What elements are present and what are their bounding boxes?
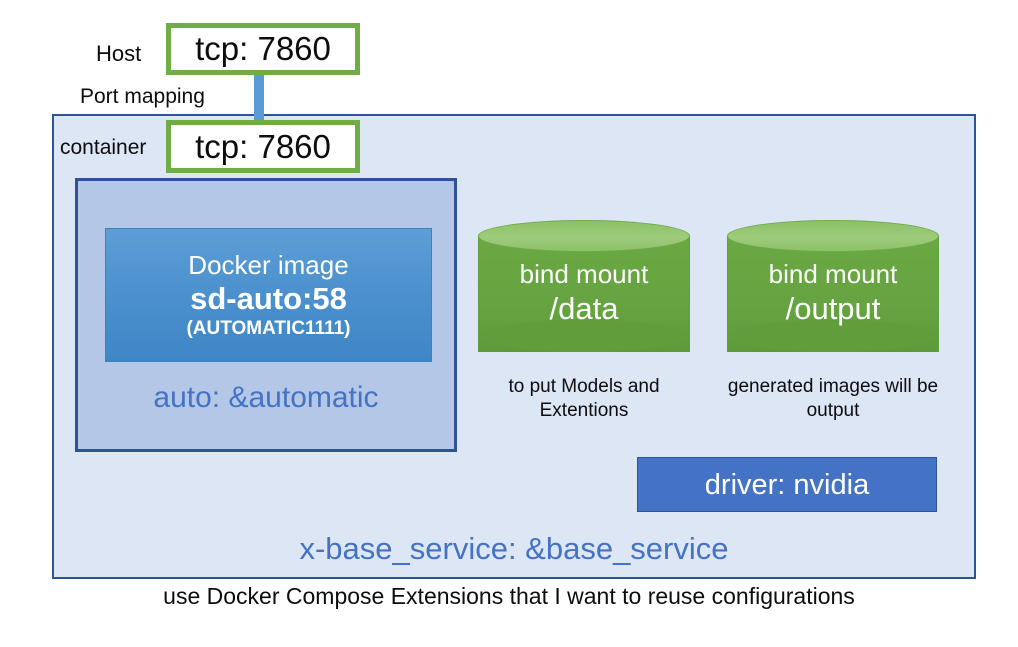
bind-mount-data-line1: bind mount [519, 259, 649, 289]
bind-mount-data-line2: /data [549, 291, 619, 326]
base-service-anchor-label: x-base_service: &base_service [299, 531, 729, 566]
port-mapping-label: Port mapping [80, 85, 205, 108]
container-port-value: tcp: 7860 [195, 127, 331, 165]
bind-mount-output-line1: bind mount [768, 259, 898, 289]
port-mapping-connector [254, 72, 264, 124]
container-port-box: tcp: 7860 [166, 120, 360, 173]
driver-nvidia-box: driver: nvidia [637, 457, 937, 512]
bind-mount-data-caption: to put Models and Extentions [508, 376, 660, 421]
bind-mount-output-text: bind mount /output [727, 258, 939, 328]
cylinder-top-cap [727, 220, 939, 252]
bind-mount-data-text: bind mount /data [478, 258, 690, 328]
host-port-box: tcp: 7860 [166, 23, 360, 75]
cylinder-bottom-cap [727, 320, 939, 352]
bind-mount-data-cylinder: bind mount /data [478, 220, 690, 368]
auto-anchor-label: auto: &automatic [153, 381, 379, 414]
docker-image-caption: Docker image [188, 250, 349, 280]
host-port-value: tcp: 7860 [195, 30, 331, 67]
bind-mount-output-caption: generated images will be output [727, 376, 939, 421]
host-label: Host [96, 41, 142, 66]
bind-mount-output-line2: /output [785, 291, 881, 326]
container-label: container [60, 136, 147, 159]
cylinder-top-cap [478, 220, 690, 252]
bind-mount-output-cylinder: bind mount /output [727, 220, 939, 368]
cylinder-bottom-cap [478, 320, 690, 352]
driver-label: driver: nvidia [704, 468, 870, 501]
docker-image-name: sd-auto:58 [190, 281, 347, 316]
docker-image-box: Docker image sd-auto:58 (AUTOMATIC1111) [105, 228, 432, 362]
footer-note: use Docker Compose Extensions that I wan… [163, 583, 855, 609]
docker-image-variant: (AUTOMATIC1111) [186, 318, 351, 339]
